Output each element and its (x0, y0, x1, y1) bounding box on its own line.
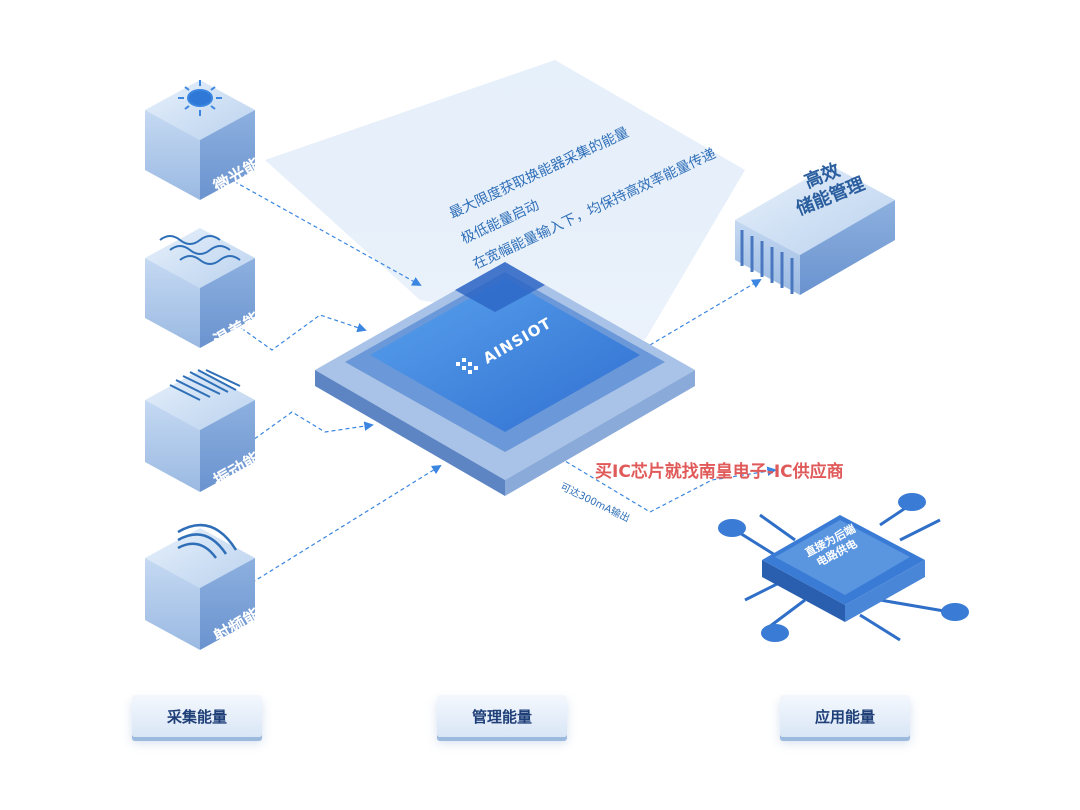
watermark-text: 买IC芯片就找南皇电子-IC供应商 (595, 462, 844, 482)
chip-logo-icon (456, 358, 478, 374)
sun-icon (178, 80, 222, 116)
arrow-chip-to-storage (649, 279, 762, 346)
stage-collect-button: 采集能量 (132, 695, 262, 737)
arrow-vibration-to-chip (231, 411, 374, 456)
stage-apply-button: 应用能量 (780, 695, 910, 737)
heat-waves-icon (159, 235, 241, 265)
feature-beam (265, 60, 745, 340)
vibration-icon (169, 369, 241, 401)
arrow-heat-to-chip (229, 314, 367, 351)
source-cube-heat (145, 228, 255, 348)
flow-arrows (227, 177, 777, 591)
arrow-rf-to-chip (239, 464, 442, 591)
storage-block (735, 165, 895, 295)
arrow-solar-to-chip (227, 177, 422, 286)
stage-manage-button: 管理能量 (437, 695, 567, 737)
application-chip (718, 493, 969, 642)
arrow-chip-to-app (559, 457, 777, 513)
radio-signal-icon (177, 523, 238, 559)
central-chip (315, 262, 695, 496)
source-cube-rf (145, 528, 255, 650)
